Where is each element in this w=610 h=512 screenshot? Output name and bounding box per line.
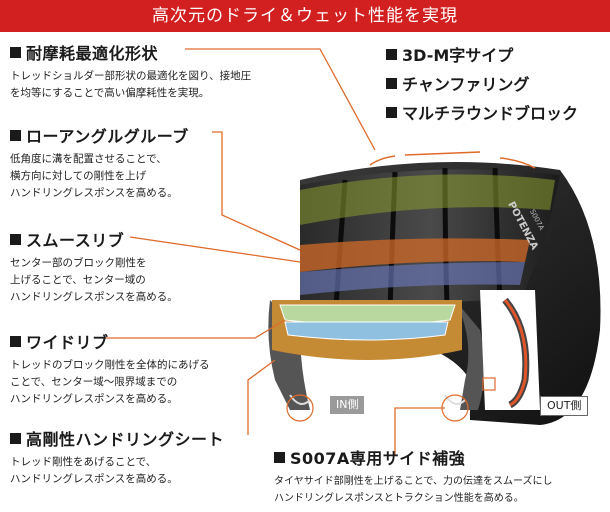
feature-3d-m-sipe: 3D-M字サイプ bbox=[386, 42, 513, 66]
section-description: トレッドのブロック剛性を全体的にあげる ことで、センター域～限界域までの ハンド… bbox=[10, 359, 210, 405]
section-description: センター部のブロック剛性を 上げることで、センター域の ハンドリングレスポンスを… bbox=[10, 257, 178, 303]
cross-section-belt-blue bbox=[284, 321, 449, 341]
feature-label: マルチラウンドブロック bbox=[402, 104, 579, 123]
leader-lines bbox=[105, 48, 445, 455]
section-description: 低角度に溝を配置させることで、 横方向に対しての剛性を上げ ハンドリングレスポン… bbox=[10, 153, 178, 199]
bullet-icon bbox=[10, 432, 21, 444]
bullet-icon bbox=[10, 129, 21, 141]
section-title: ローアングルグルーブ bbox=[26, 127, 189, 146]
header-title: 高次元のドライ＆ウェット性能を実現 bbox=[152, 6, 458, 26]
bullet-icon bbox=[274, 451, 285, 463]
out-side-tag: OUT側 bbox=[540, 396, 589, 416]
section-title: 高剛性ハンドリングシート bbox=[26, 430, 225, 449]
cross-section-sidewall-right bbox=[455, 300, 485, 410]
section-title: スムースリブ bbox=[26, 231, 125, 250]
band-blue bbox=[300, 262, 525, 295]
in-side-tag: IN側 bbox=[330, 396, 365, 414]
section-smooth-rib: スムースリブ センター部のブロック剛性を 上げることで、センター域の ハンドリン… bbox=[10, 227, 178, 306]
bullet-icon bbox=[10, 335, 21, 347]
bullet-icon bbox=[386, 77, 397, 89]
header-banner: 高次元のドライ＆ウェット性能を実現 bbox=[0, 0, 610, 32]
section-wide-rib: ワイドリブ トレッドのブロック剛性を全体的にあげる ことで、センター域～限界域ま… bbox=[10, 329, 210, 408]
section-title: 耐摩耗最適化形状 bbox=[26, 44, 159, 63]
feature-label: 3D-M字サイプ bbox=[402, 46, 514, 65]
section-title: S007A専用サイド補強 bbox=[290, 449, 466, 468]
section-description: タイヤサイド部剛性を上げることで、力の伝達をスムーズにし ハンドリングレスポンス… bbox=[274, 476, 553, 504]
feature-multi-round-block: マルチラウンドブロック bbox=[386, 100, 578, 124]
bullet-icon bbox=[10, 46, 21, 58]
feature-label: チャンファリング bbox=[402, 75, 530, 94]
bullet-icon bbox=[386, 48, 397, 60]
section-s007a-side-reinforcement: S007A専用サイド補強 タイヤサイド部剛性を上げることで、力の伝達をスムーズに… bbox=[274, 445, 553, 507]
section-wear-optimized-shape: 耐摩耗最適化形状 トレッドショルダー部形状の最適化を図り、接地圧 を均等にするこ… bbox=[10, 40, 251, 102]
shoulder-brackets bbox=[369, 151, 536, 169]
bullet-icon bbox=[386, 106, 397, 118]
band-orange bbox=[300, 238, 530, 272]
section-high-rigidity-handling-sheet: 高剛性ハンドリングシート トレッド剛性をあげることで、 ハンドリングレスポンスを… bbox=[10, 426, 224, 488]
feature-chamfering: チャンファリング bbox=[386, 71, 529, 95]
section-description: トレッドショルダー部形状の最適化を図り、接地圧 を均等にすることで高い偏摩耗性を… bbox=[10, 70, 252, 99]
side-reinforcement-highlight bbox=[503, 299, 528, 407]
section-title: ワイドリブ bbox=[26, 333, 109, 352]
band-green bbox=[300, 174, 555, 225]
bullet-icon bbox=[10, 233, 21, 245]
section-description: トレッド剛性をあげることで、 ハンドリングレスポンスを高める。 bbox=[10, 456, 178, 485]
section-low-angle-groove: ローアングルグルーブ 低角度に溝を配置させることで、 横方向に対しての剛性を上げ… bbox=[10, 123, 189, 202]
